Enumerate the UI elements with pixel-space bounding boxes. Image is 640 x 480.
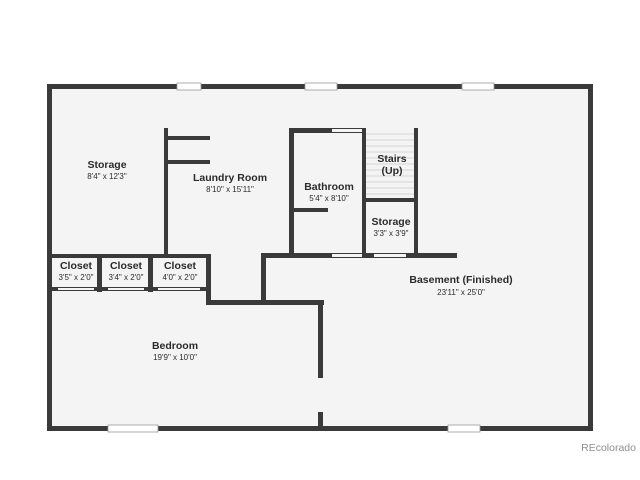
laundry-dims: 8'10" x 15'11" <box>206 185 254 194</box>
bedroom-name: Bedroom <box>152 340 198 352</box>
bedroom-dims: 19'9" x 10'0" <box>153 353 197 362</box>
closet2-name: Closet <box>110 260 143 272</box>
basement-dims: 23'11" x 25'0" <box>437 288 485 297</box>
closet3-dims: 4'0" x 2'0" <box>163 273 198 282</box>
closet1-dims: 3'5" x 2'0" <box>59 273 94 282</box>
window <box>107 424 159 433</box>
storage-small-dims: 3'3" x 3'9" <box>374 229 409 238</box>
window <box>447 424 481 433</box>
window <box>461 82 495 91</box>
bathroom-name: Bathroom <box>304 181 354 193</box>
windows <box>107 82 495 433</box>
basement-name: Basement (Finished) <box>409 274 512 286</box>
closet3-name: Closet <box>164 260 197 272</box>
storage-left-name: Storage <box>87 159 126 171</box>
storage-small-name: Storage <box>371 216 410 228</box>
closet1-name: Closet <box>60 260 93 272</box>
laundry-name: Laundry Room <box>193 172 267 184</box>
stairs-direction: (Up) <box>382 165 403 177</box>
window <box>176 82 202 91</box>
storage-left-dims: 8'4" x 12'3" <box>87 172 127 181</box>
stairs-name: Stairs <box>377 153 406 165</box>
stair-treads <box>366 133 414 195</box>
door-openings <box>58 90 406 412</box>
closet2-dims: 3'4" x 2'0" <box>109 273 144 282</box>
watermark: REcolorado <box>581 442 636 454</box>
window <box>304 82 338 91</box>
bathroom-dims: 5'4" x 8'10" <box>309 194 349 203</box>
